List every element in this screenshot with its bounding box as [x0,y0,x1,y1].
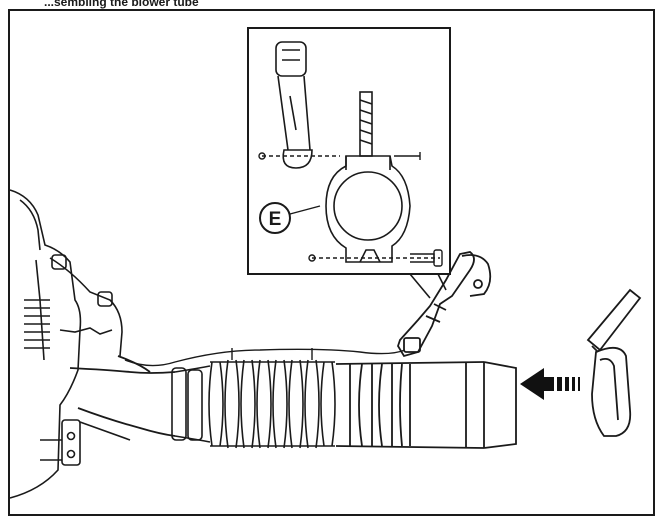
detail-screws [258,152,443,267]
figure-frame [8,9,655,516]
callout-e: E [259,202,321,234]
detail-inset-frame [247,27,451,275]
straight-tube [335,361,517,449]
flexible-tube [171,359,336,449]
insertion-arrow [520,368,580,400]
cropped-caption: ...sembling the blower tube [44,0,199,9]
inset-pointer [409,273,447,299]
cable-tie [231,348,313,360]
nozzle [586,288,642,437]
throttle-cable [124,348,406,367]
callout-e-label: E [269,209,282,230]
handle-assembly [397,251,492,358]
detail-clamp-part [325,91,411,263]
blower-engine-housing [9,189,131,499]
